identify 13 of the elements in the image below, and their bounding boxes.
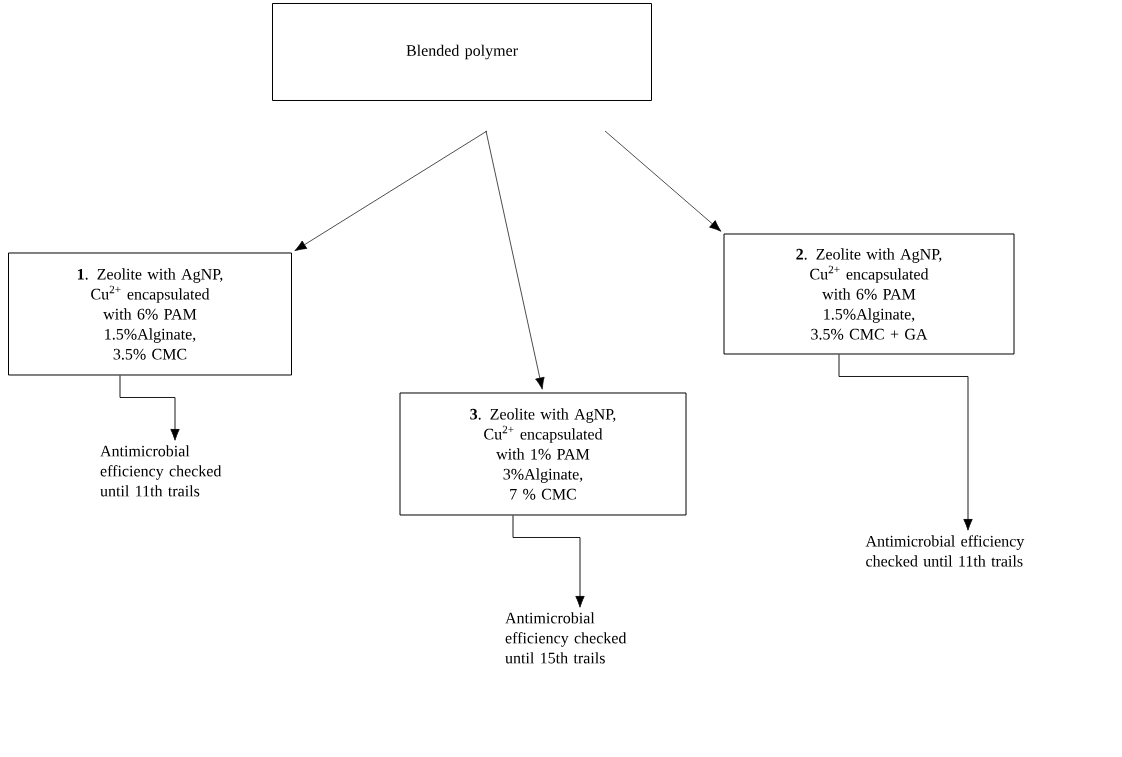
- arrow: [512, 515, 585, 608]
- process-box: 2. Zeolite with AgNP, Cu$^{2+}$ encapsulated with 6% PAM 1.5%Alginate, 3.5% CMC + GA: [723, 233, 1015, 355]
- arrow: [838, 354, 973, 531]
- arrow: [119, 375, 180, 441]
- result-text: Antimicrobial efficiency checked until 11th trails: [100, 445, 222, 497]
- process-box: 3. Zeolite with AgNP, Cu$^{2+}$ encapsulated with 1% PAM 3%Alginate, 7 % CMC: [399, 392, 687, 516]
- arrow: [485, 130, 545, 390]
- process-box: Blended polymer: [272, 3, 652, 101]
- result-text: Antimicrobial efficiency checked until 11th trails: [865, 535, 1025, 567]
- arrow: [294, 130, 488, 252]
- arrow: [604, 130, 722, 232]
- result-text: Antimicrobial efficiency checked until 15th trails: [505, 612, 627, 664]
- process-box: 1. Zeolite with AgNP, Cu$^{2+}$ encapsulated with 6% PAM 1.5%Alginate, 3.5% CMC: [8, 252, 292, 376]
